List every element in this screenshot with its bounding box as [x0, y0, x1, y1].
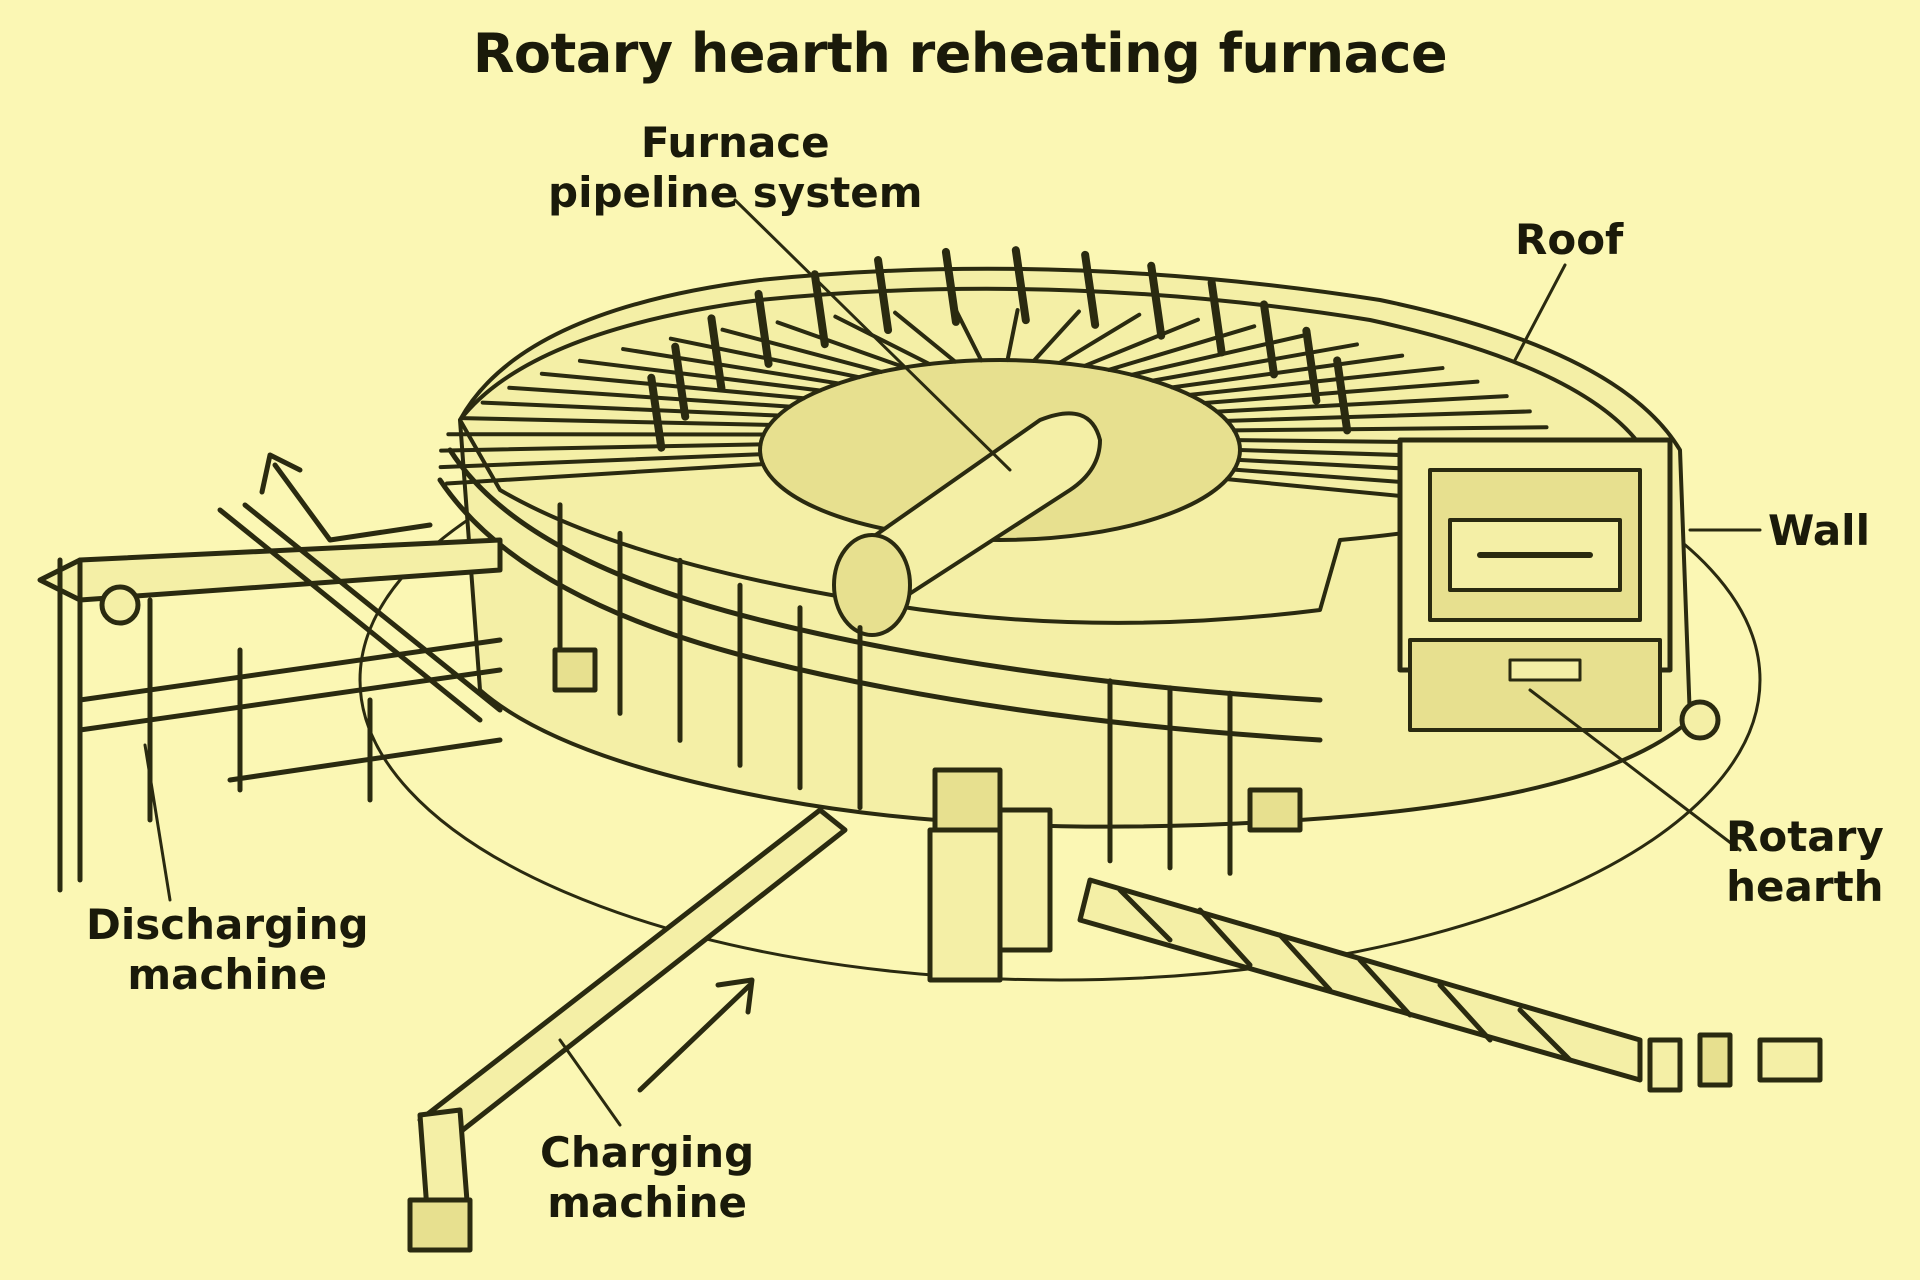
roof-segment-line — [1106, 324, 1257, 372]
roof-segment-line — [1225, 409, 1532, 423]
roof-rib-line — [754, 289, 773, 368]
roof-segment-line — [833, 314, 932, 366]
roof-segment-line — [775, 320, 907, 370]
roof-rib-line — [1011, 246, 1030, 325]
roof-segment-line — [460, 416, 772, 427]
roof-segment-line — [893, 310, 958, 364]
roof-rib-line — [1207, 278, 1226, 357]
label-furnace-pipeline: Furnace pipeline system — [548, 118, 923, 218]
roof-segment-line — [1150, 342, 1359, 383]
roof-rib-line — [1081, 250, 1100, 329]
roof-rib-line — [941, 247, 960, 326]
roof-segment-line — [1057, 312, 1142, 365]
label-rotary-hearth: Rotary hearth — [1726, 812, 1884, 912]
furnace-skirt — [437, 447, 1323, 743]
roof-segment-line — [1005, 308, 1020, 363]
roof-leader — [1513, 263, 1567, 362]
charging-machine-beam — [407, 807, 848, 1253]
roof-segment-line — [621, 347, 841, 386]
roof-rib-line — [647, 373, 666, 452]
roof-rib-line — [707, 314, 726, 393]
roof-segment-line — [1082, 317, 1200, 368]
label-charging-machine: Charging machine — [540, 1128, 754, 1228]
roof-rib-line — [1333, 356, 1352, 435]
roof-rib-line — [1302, 326, 1321, 405]
roof-segment-line — [439, 442, 763, 453]
charging-direction-arrow — [637, 977, 755, 1093]
center-mechanism — [552, 647, 1721, 983]
roof-segment-line — [1170, 353, 1405, 390]
roof-ribs — [647, 246, 1352, 452]
diagram-title: Rotary hearth reheating furnace — [472, 22, 1448, 85]
label-roof: Roof — [1515, 215, 1624, 264]
label-discharging-machine-line1: Discharging — [86, 900, 369, 949]
label-charging-machine-line2: machine — [547, 1178, 747, 1227]
pipeline-leader — [733, 198, 1012, 472]
discharging-machine-frame — [37, 502, 503, 893]
label-furnace-pipeline-line2: pipeline system — [548, 168, 923, 217]
label-discharging-machine-line2: machine — [127, 950, 328, 999]
charging-chute — [1077, 877, 1823, 1093]
label-rotary-hearth-line2: hearth — [1726, 862, 1884, 911]
roof-segment-line — [1215, 394, 1509, 414]
leader-lines — [143, 198, 1762, 1127]
roof-segment-line — [444, 462, 765, 486]
pipeline-end — [832, 533, 912, 637]
roof-segment-line — [1031, 309, 1081, 363]
discharging-leader — [143, 743, 172, 902]
roof-segment-line — [539, 371, 806, 401]
wall-cross-section — [1397, 437, 1673, 732]
roof-segment-line — [480, 400, 781, 418]
discharge-direction-arrow — [259, 452, 433, 543]
charging-leader — [558, 1038, 622, 1127]
roof-segment-line — [438, 452, 763, 470]
roof-segment-line — [720, 327, 884, 374]
roof-rib-line — [1259, 300, 1278, 379]
roof-rib-line — [671, 342, 690, 421]
skirt-columns — [557, 502, 1233, 876]
roof-rib-line — [1147, 261, 1166, 340]
roof-rib-line — [874, 256, 893, 335]
roof-rib-line — [810, 270, 829, 349]
label-discharging-machine: Discharging machine — [86, 900, 369, 1000]
roof-segment-line — [1232, 425, 1549, 433]
roof-segment-line — [577, 358, 822, 393]
label-charging-machine-line1: Charging — [540, 1128, 755, 1177]
rotary-hearth-leader — [1528, 688, 1742, 852]
roof-segment-line — [954, 308, 984, 363]
label-rotary-hearth-line1: Rotary — [1726, 812, 1884, 861]
label-furnace-pipeline-line1: Furnace — [640, 118, 830, 167]
roof-segment-line — [507, 385, 792, 409]
label-wall: Wall — [1768, 506, 1870, 555]
